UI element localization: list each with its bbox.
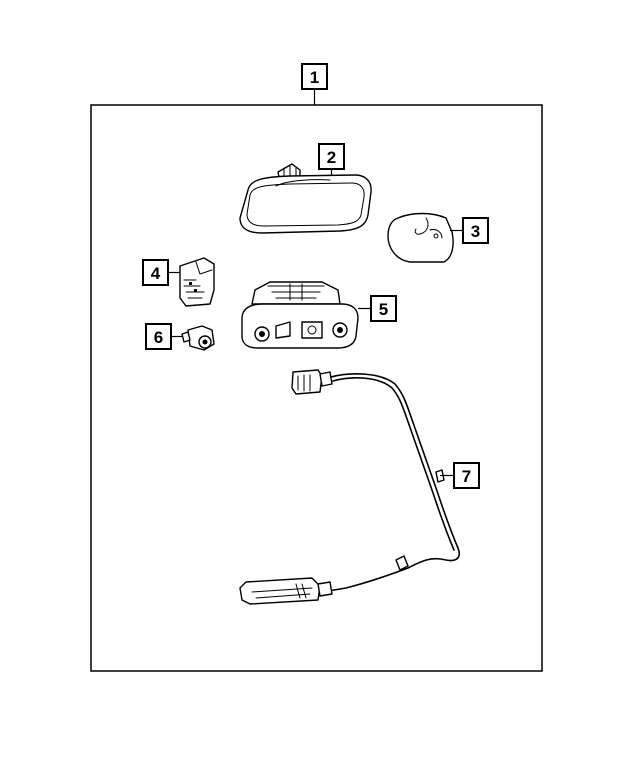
callout-4[interactable]: 4 bbox=[142, 259, 180, 286]
callout-6-label: 6 bbox=[154, 328, 163, 347]
callout-2[interactable]: 2 bbox=[318, 143, 345, 176]
callout-3-label: 3 bbox=[471, 222, 480, 241]
callout-6[interactable]: 6 bbox=[145, 323, 182, 350]
callout-5[interactable]: 5 bbox=[358, 295, 397, 322]
part-mirror-cover[interactable] bbox=[387, 212, 454, 263]
callout-2-label: 2 bbox=[327, 148, 336, 167]
callout-7[interactable]: 7 bbox=[440, 462, 480, 489]
part-camera-sensor[interactable] bbox=[181, 325, 215, 351]
callout-3[interactable]: 3 bbox=[450, 217, 489, 244]
part-wiring-harness[interactable] bbox=[239, 369, 461, 605]
callout-7-label: 7 bbox=[462, 467, 471, 486]
callout-4-label: 4 bbox=[151, 264, 161, 283]
part-rear-view-mirror[interactable] bbox=[239, 163, 372, 234]
callout-1-label: 1 bbox=[310, 68, 319, 87]
callout-1[interactable]: 1 bbox=[301, 63, 328, 105]
part-tailgate-handle[interactable] bbox=[241, 281, 359, 349]
assembly-frame bbox=[90, 104, 543, 672]
callout-5-label: 5 bbox=[379, 300, 388, 319]
part-bracket[interactable] bbox=[179, 257, 215, 307]
